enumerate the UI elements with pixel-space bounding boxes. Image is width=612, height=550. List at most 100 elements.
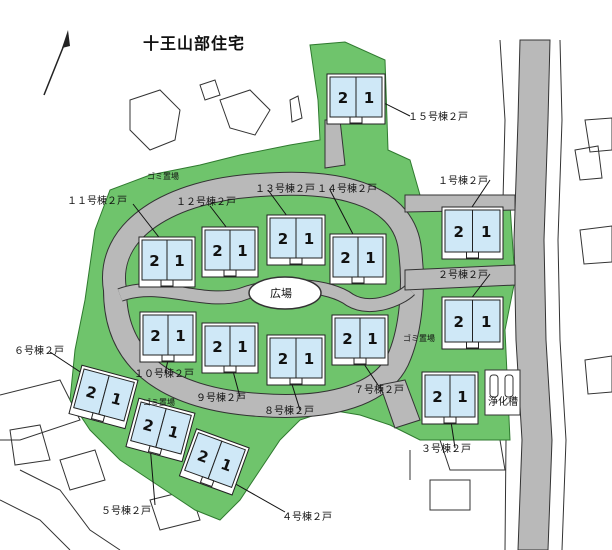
building-6-unit-1-number: 1 (109, 389, 124, 409)
building-8-unit-2 (269, 337, 297, 379)
building-15-unit-2-number: 2 (338, 89, 348, 107)
main-road (513, 39, 553, 550)
building-3-unit-1-number: 1 (457, 388, 467, 406)
building-9-unit-2-number: 2 (212, 338, 222, 356)
building-7-unit-2-number: 2 (342, 330, 352, 348)
building-9-unit-2 (204, 325, 231, 367)
building-11-unit-1 (166, 239, 193, 281)
building-12-label: １２号棟２戸 (176, 197, 236, 208)
building-15-label: １５号棟２戸 (408, 112, 468, 123)
plaza-area (248, 276, 322, 310)
building-11-entrance (160, 279, 174, 287)
building-6-unit-1 (98, 375, 135, 422)
building-2-unit-1 (472, 299, 501, 343)
building-1-leader (469, 179, 491, 211)
building-1-entrance (466, 251, 479, 259)
building-3-unit-2 (424, 374, 451, 418)
building-3-entrance (443, 416, 457, 424)
building-11-unit-1-number: 1 (174, 252, 184, 270)
building-3-label: ３号棟２戸 (421, 444, 471, 455)
building-8-entrance (289, 377, 303, 385)
building-14-label: １４号棟２戸 (317, 184, 377, 195)
building-6-unit-2-number: 2 (84, 383, 99, 403)
building-14-unit-1-number: 1 (365, 249, 375, 267)
building-12-entrance (223, 269, 237, 277)
building-8-unit-2-number: 2 (278, 350, 288, 368)
building-12-unit-2-number: 2 (212, 242, 222, 260)
building-7-unit-1 (359, 317, 386, 359)
building-3-unit-1 (449, 374, 476, 418)
building-8-unit-1-number: 1 (304, 350, 314, 368)
plaza-label: 広場 (270, 287, 292, 300)
north-arrow-icon (43, 30, 70, 96)
building-1-unit-1 (472, 209, 501, 253)
building-4-unit-1 (207, 440, 246, 488)
building-10-unit-1-number: 1 (175, 327, 185, 345)
building-2-entrance (466, 341, 479, 349)
building-10-unit-1 (167, 314, 194, 356)
building-5-entrance (147, 445, 163, 456)
building-5-unit-2-number: 2 (141, 416, 156, 436)
building-1-label: １号棟２戸 (438, 176, 488, 187)
building-8-unit-1 (295, 337, 323, 379)
building-11-unit-2 (141, 239, 168, 281)
building-14-leader (329, 189, 356, 239)
building-9-entrance (223, 365, 237, 373)
building-6-entrance (90, 412, 106, 423)
building-5-unit-1-number: 1 (166, 422, 181, 442)
building-8-label: ８号棟２戸 (264, 406, 314, 417)
building-2-unit-2-number: 2 (454, 313, 464, 331)
building-1-unit-2-number: 2 (454, 223, 464, 241)
garbage-label-east: ゴミ置場 (403, 334, 435, 343)
septic-tank-1 (489, 374, 499, 398)
building-7-unit-2 (334, 317, 361, 359)
building-14-entrance (351, 276, 365, 284)
building-5-label: ５号棟２戸 (101, 506, 151, 517)
building-13-unit-1-number: 1 (304, 230, 314, 248)
building-15-unit-1-number: 1 (364, 89, 374, 107)
building-3-unit-2-number: 2 (432, 388, 442, 406)
map-title: 十王山部住宅 (143, 34, 246, 53)
building-13-unit-1 (295, 217, 323, 259)
building-9-unit-1-number: 1 (237, 338, 247, 356)
septic-tank-label: 浄化槽 (488, 397, 518, 408)
building-14-unit-2-number: 2 (340, 249, 350, 267)
septic-tank-area (484, 369, 521, 416)
building-13-unit-2 (269, 217, 297, 259)
ring-road (103, 172, 423, 417)
building-2-leader (469, 273, 491, 301)
building-13-unit-2-number: 2 (278, 230, 288, 248)
building-10-label: １０号棟２戸 (134, 369, 194, 380)
building-12-unit-1 (229, 229, 256, 271)
garbage-label-north: ゴミ置場 (147, 172, 179, 181)
building-1-unit-2 (444, 209, 473, 253)
building-13-label: １３号棟２戸 (255, 184, 315, 195)
building-4-label: ４号棟２戸 (282, 512, 332, 523)
surrounding-outlines (0, 79, 612, 550)
building-9-label: ９号棟２戸 (196, 393, 246, 404)
road-edge (557, 39, 567, 550)
building-15-entrance (349, 116, 363, 124)
building-6-label: ６号棟２戸 (14, 346, 64, 357)
building-2-unit-1-number: 1 (481, 313, 491, 331)
building-9-unit-1 (229, 325, 256, 367)
building-11-label: １１号棟２戸 (67, 196, 127, 207)
building-7-entrance (353, 357, 367, 365)
garbage-label-southwest: ゴミ置場 (143, 398, 175, 407)
building-12-unit-2 (204, 229, 231, 271)
building-10-unit-2-number: 2 (150, 327, 160, 345)
building-7-label: ７号棟２戸 (354, 385, 404, 396)
building-15-unit-1 (355, 76, 383, 118)
